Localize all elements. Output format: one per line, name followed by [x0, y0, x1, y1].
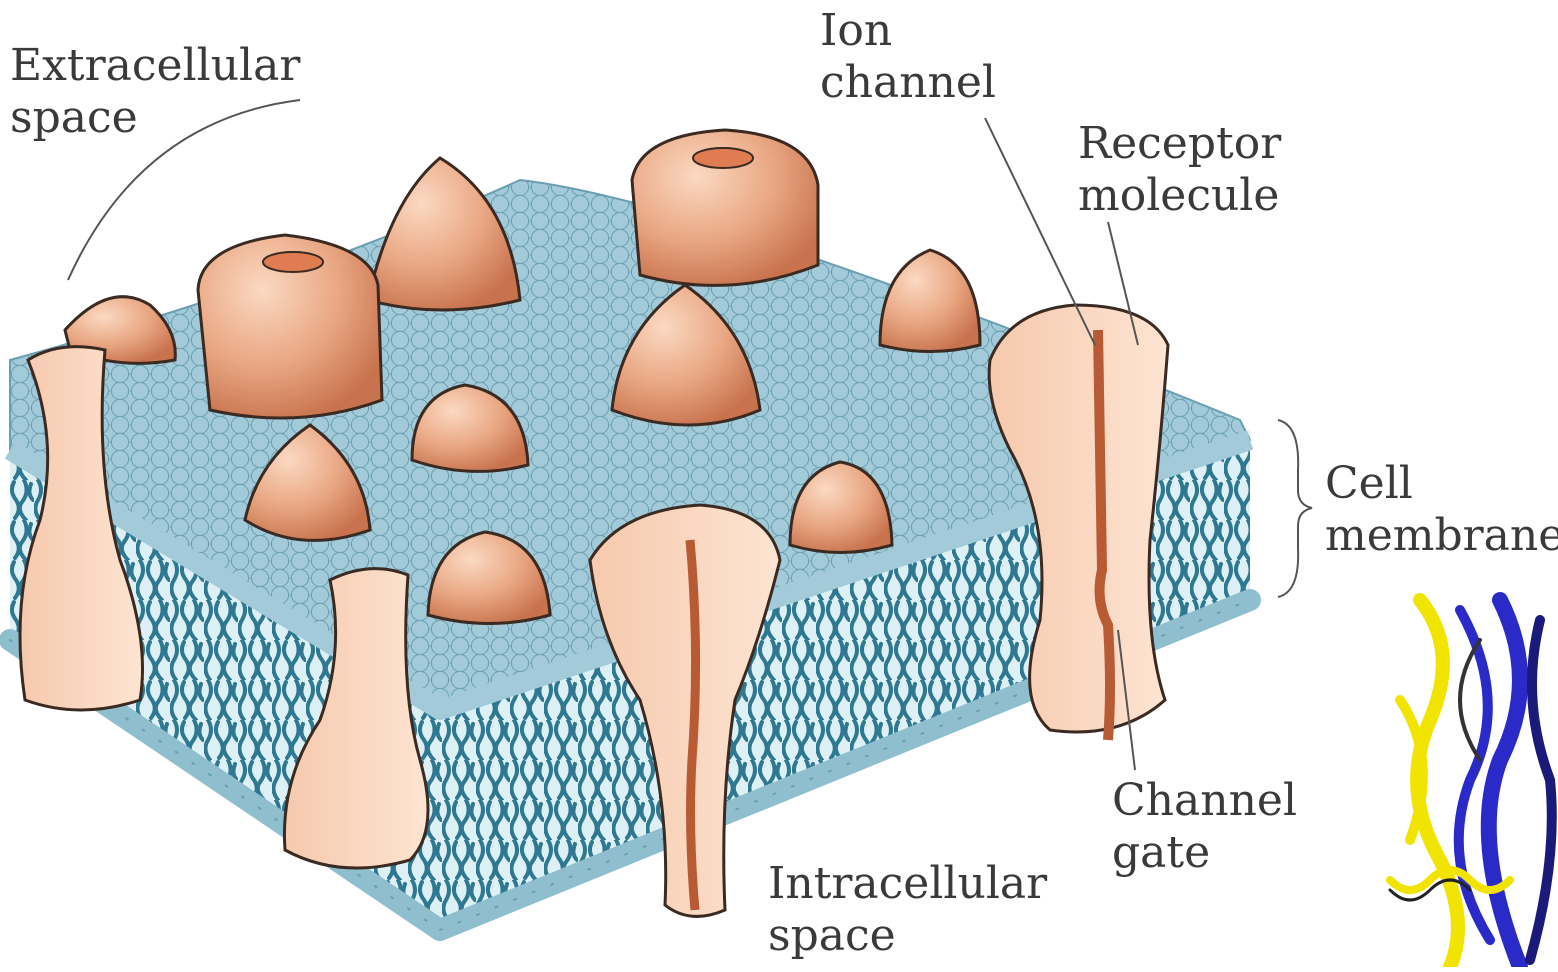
label-line: Channel	[1112, 775, 1297, 827]
binding-site	[263, 252, 323, 272]
receptor-molecule-label: Receptor molecule	[1078, 118, 1281, 222]
label-line: Extracellular	[10, 40, 300, 92]
label-line: space	[768, 910, 1047, 962]
protein-cone	[368, 158, 520, 310]
channel-gate-label: Channel gate	[1112, 775, 1297, 879]
label-line: Receptor	[1078, 118, 1281, 170]
label-line: Cell	[1325, 458, 1558, 510]
cell-membrane-label: Cell membrane	[1325, 458, 1558, 562]
label-line: gate	[1112, 827, 1297, 879]
label-line: Ion	[820, 5, 996, 57]
channel-center-pore	[690, 540, 696, 910]
protein-dome	[880, 250, 980, 352]
intracellular-space-label: Intracellular space	[768, 858, 1047, 962]
binding-site	[693, 148, 753, 168]
label-line: space	[10, 92, 300, 144]
membrane-brace	[1278, 420, 1312, 597]
protein-ribbon-inset	[1390, 600, 1552, 967]
extracellular-space-label: Extracellular space	[10, 40, 300, 144]
label-line: membrane	[1325, 510, 1558, 562]
label-line: channel	[820, 57, 996, 109]
label-line: molecule	[1078, 170, 1281, 222]
label-line: Intracellular	[768, 858, 1047, 910]
ion-channel-label: Ion channel	[820, 5, 996, 109]
